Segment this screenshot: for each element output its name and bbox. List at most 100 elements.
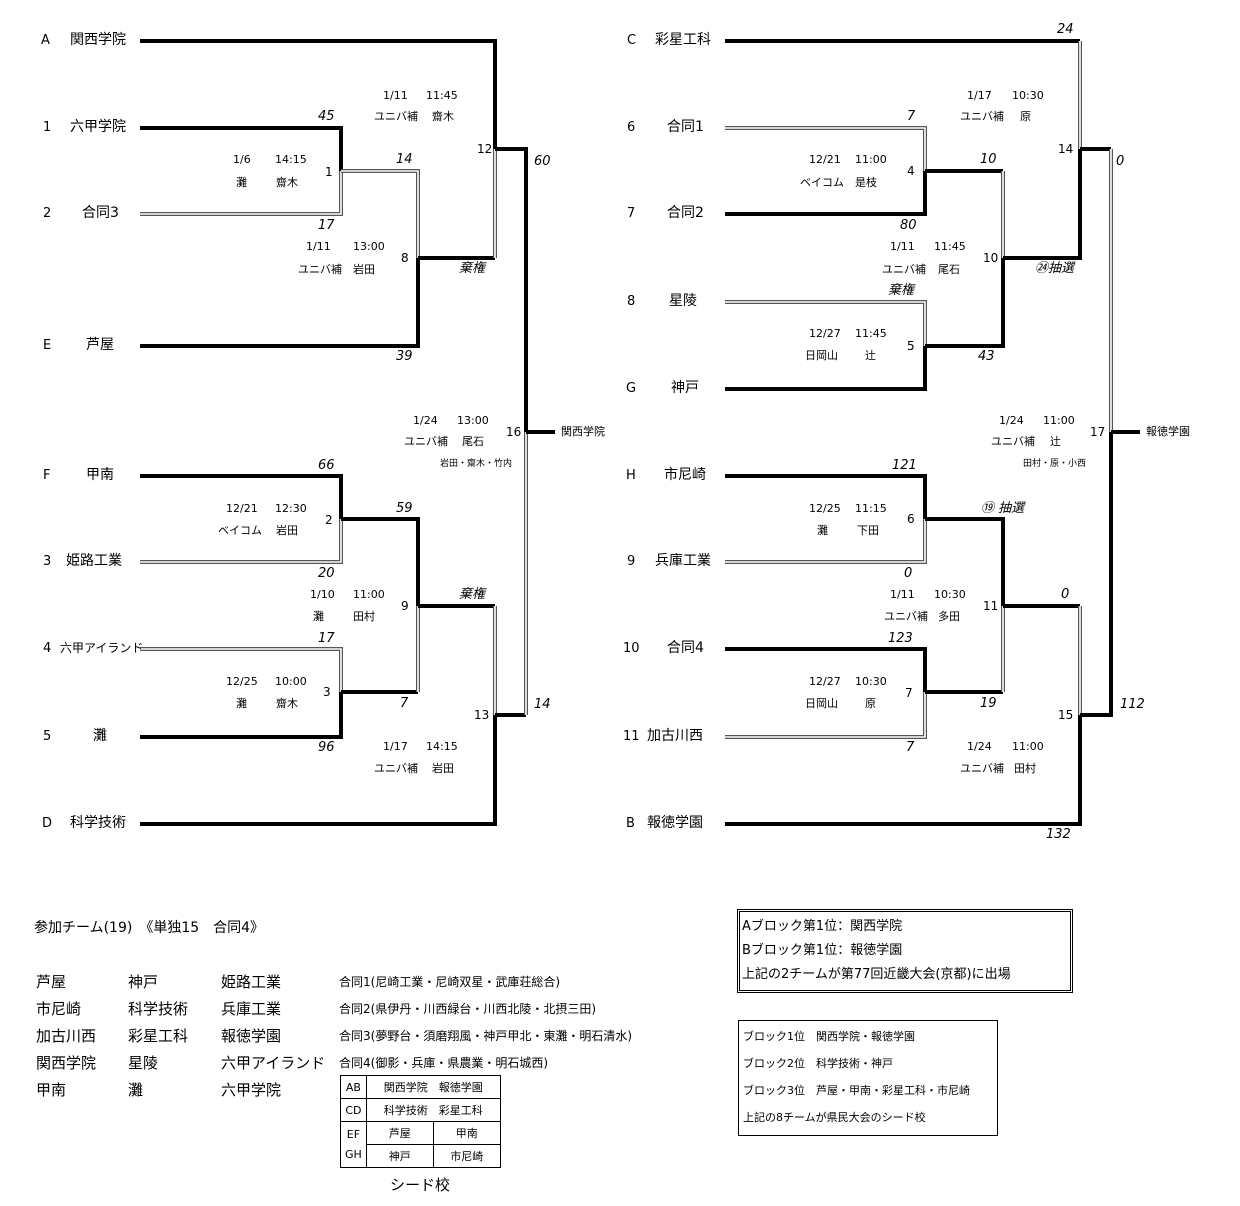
seed-label: F: [43, 468, 51, 483]
participant: 芦屋: [36, 973, 67, 991]
match-date: 1/10: [310, 588, 335, 601]
match-number: 8: [401, 251, 409, 265]
match-date: 1/24: [967, 740, 992, 753]
match-venue: ユニバ補: [298, 263, 342, 276]
participant: 姫路工業: [221, 973, 282, 991]
score: 7: [400, 696, 409, 711]
match-date: 1/11: [306, 240, 331, 253]
match-venue: ベイコム: [218, 524, 262, 537]
match-umpire: 尾石: [938, 263, 960, 276]
rank-line-3: ブロック3位 芦屋・甲南・彩星工科・市尼崎: [743, 1084, 970, 1097]
seed-label: A: [41, 33, 50, 48]
line-m13-to-16: [495, 432, 528, 717]
match-date: 1/17: [967, 89, 992, 102]
match-venue: 灘: [236, 176, 247, 189]
match-umpire: 田村: [353, 610, 375, 623]
match-umpire: 岩田: [432, 762, 454, 775]
match-time: 13:00: [353, 240, 385, 253]
seed-label: 8: [627, 294, 636, 309]
participant: 科学技術: [128, 1000, 189, 1018]
line-3-himeji: [140, 519, 343, 564]
score: 112: [1120, 697, 1145, 712]
team-name: 科学技術: [70, 815, 126, 831]
score: 24: [1057, 22, 1074, 37]
match-time: 11:00: [1043, 414, 1075, 427]
seed-group-label: AB: [340, 1075, 367, 1099]
team-name: 灘: [93, 728, 107, 744]
participant: 灘: [128, 1081, 144, 1099]
score: 45: [318, 109, 335, 124]
rank-line-1: ブロック1位 関西学院・報徳学園: [743, 1030, 915, 1043]
match-number: 15: [1058, 708, 1074, 722]
line-H-ichiama: [725, 474, 927, 519]
score: 121: [892, 458, 917, 473]
score: 60: [534, 154, 551, 169]
score: 132: [1046, 827, 1071, 842]
participant: 甲南: [36, 1081, 67, 1099]
match-date: 1/11: [890, 240, 915, 253]
team-name: 芦屋: [86, 337, 114, 353]
seed-team-g: 神戸: [365, 1144, 434, 1168]
match-time: 11:45: [855, 327, 887, 340]
score: 14: [534, 697, 551, 712]
participants-row: 関西学院 星陵 六甲アイランド 合同4(御影・兵庫・県農業・明石城西): [36, 1049, 632, 1076]
line-m7-to-11: [925, 606, 1005, 694]
seed-label: G: [626, 381, 637, 396]
participants-row: 市尼崎 科学技術 兵庫工業 合同2(県伊丹・川西緑台・川西北陵・北摂三田): [36, 995, 632, 1022]
score: 棄権: [459, 261, 486, 276]
line-m1-to-8: [341, 169, 420, 258]
line-D-kagaku: [140, 715, 497, 826]
team-name: 彩星工科: [655, 32, 711, 48]
joint-team-detail: 合同2(県伊丹・川西緑台・川西北陵・北摂三田): [339, 1002, 596, 1016]
score: 0: [904, 566, 913, 581]
match-umpire: 是枝: [855, 176, 877, 189]
match-time: 14:15: [426, 740, 458, 753]
match-umpire: 岩田: [353, 263, 375, 276]
match-time: 11:45: [934, 240, 966, 253]
participant: 彩星工科: [128, 1027, 189, 1045]
result-line-a: Aブロック第1位：関西学院: [742, 919, 903, 934]
participant: 兵庫工業: [221, 1000, 282, 1018]
seed-label: 11: [623, 729, 640, 744]
match-time: 11:45: [426, 89, 458, 102]
line-2-godo3: [140, 171, 343, 216]
match-number: 6: [907, 512, 915, 526]
participant: 報徳学園: [221, 1027, 282, 1045]
participant: 関西学院: [36, 1054, 97, 1072]
line-8-seiryo: [725, 300, 927, 346]
match-date: 1/6: [233, 153, 251, 166]
match-venue: ユニバ補: [374, 762, 418, 775]
match-number: 11: [983, 599, 999, 613]
participant: 六甲アイランド: [221, 1054, 326, 1072]
match-umpire: 尾石: [462, 435, 484, 448]
match-date: 12/25: [226, 675, 258, 688]
match-venue: 灘: [236, 697, 247, 710]
line-6-godo1: [725, 126, 927, 171]
match-umpire: 田村: [1014, 762, 1036, 775]
match-date: 12/27: [809, 675, 841, 688]
score: 39: [396, 349, 413, 364]
match-time: 11:00: [1012, 740, 1044, 753]
score: 17: [318, 631, 335, 646]
line-m6-to-11: [925, 517, 1005, 606]
seed-table-caption: シード校: [390, 1176, 451, 1194]
team-name: 神戸: [671, 380, 699, 396]
seed-row-ab: AB 関西学院 報徳学園: [340, 1075, 501, 1099]
score: ⑲ 抽選: [981, 501, 1025, 516]
match-venue: ユニバ補: [884, 610, 928, 623]
seed-teams: 関西学院 報徳学園: [365, 1075, 501, 1099]
line-m12-to-16: [495, 147, 528, 432]
score: 棄権: [459, 587, 486, 602]
match-umpire: 原: [1020, 110, 1031, 123]
seed-label: 10: [623, 641, 640, 656]
team-name: 加古川西: [647, 728, 703, 744]
score: 7: [906, 740, 915, 755]
line-m9-to-13: [418, 604, 497, 715]
score: 棄権: [888, 283, 915, 298]
seed-teams: 科学技術 彩星工科: [365, 1098, 501, 1122]
match-time: 10:00: [275, 675, 307, 688]
seed-label: 3: [43, 554, 52, 569]
seed-label: D: [42, 816, 53, 831]
